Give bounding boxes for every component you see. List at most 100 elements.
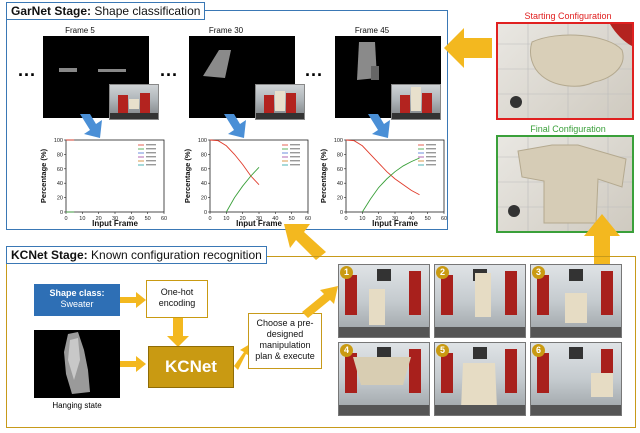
choose-line-4: plan & execute: [255, 351, 315, 361]
plot-area: [345, 139, 445, 213]
x-tick-label: 60: [161, 216, 167, 222]
arrow-onehot-to-kcnet: [167, 318, 189, 347]
arrow-garnet-to-kcnet: [284, 224, 326, 260]
garment-mask-shape: [59, 68, 126, 72]
robot-thumbnail-frame-5: [109, 84, 159, 120]
x-tick-label: 50: [145, 216, 151, 222]
ellipsis-2: ...: [160, 60, 179, 80]
legend-entry: [426, 156, 436, 158]
plot-area: [209, 139, 309, 213]
legend-entry: [426, 164, 436, 166]
x-tick-label: 20: [240, 216, 246, 222]
y-axis-label: Percentage (%): [39, 148, 48, 203]
y-tick-label: 80: [57, 152, 63, 158]
kcnet-title-rest: Known configuration recognition: [87, 248, 262, 262]
y-tick-label: 60: [57, 167, 63, 173]
legend-entry: [146, 148, 156, 150]
y-tick-label: 40: [201, 181, 207, 187]
garnet-title-rest: Shape classification: [91, 4, 201, 18]
x-tick-label: 40: [128, 216, 134, 222]
step-number-badge: 4: [340, 344, 353, 357]
legend: [282, 144, 300, 166]
series-line-1: [225, 167, 260, 213]
x-tick-label: 60: [441, 216, 447, 222]
y-tick-label: 20: [57, 196, 63, 202]
legend-entry: [426, 148, 436, 150]
arrow-mask-to-chart-2: [224, 114, 246, 138]
final-config-label: Final Configuration: [530, 124, 606, 134]
ellipsis-3: ...: [305, 60, 324, 80]
y-tick-label: 40: [337, 181, 343, 187]
manipulation-step-photo: [434, 342, 526, 416]
starting-config-photo: [496, 22, 634, 120]
legend-entry: [290, 144, 300, 146]
choose-line-2: designed: [266, 329, 304, 339]
choose-plan-box: Choose a pre- designed manipulation plan…: [248, 313, 322, 369]
x-tick-label: 20: [376, 216, 382, 222]
x-tick-label: 10: [223, 216, 229, 222]
manipulation-step-photo: [338, 264, 430, 338]
arrow-kcnet-to-final: [584, 214, 620, 264]
garment-mask-shape: [357, 42, 379, 80]
arrow-shape-to-onehot: [120, 292, 146, 308]
garnet-stage-title: GarNet Stage: Shape classification: [6, 2, 206, 20]
step-number-badge: 5: [436, 344, 449, 357]
ellipsis-1: ...: [18, 60, 37, 80]
arrow-choose-to-photos: [302, 286, 338, 318]
kcnet-panel: [6, 256, 636, 428]
legend-entry: [426, 160, 436, 162]
y-tick-label: 0: [204, 210, 207, 216]
kcnet-title-bold: KCNet Stage:: [11, 248, 88, 262]
legend-entry: [146, 164, 156, 166]
shape-class-box: Shape class: Sweater: [34, 284, 120, 316]
x-tick-label: 0: [208, 216, 211, 222]
step-number-badge: 2: [436, 266, 449, 279]
garnet-panel: [6, 10, 448, 230]
legend-entry: [146, 144, 156, 146]
frame-label-45: Frame 45: [354, 26, 390, 35]
arrow-kcnet-to-choose: [234, 344, 250, 370]
y-tick-label: 20: [337, 196, 343, 202]
y-tick-label: 60: [201, 167, 207, 173]
x-axis-label: Input Frame: [372, 219, 418, 228]
one-hot-line-2: encoding: [158, 298, 196, 308]
y-tick-label: 60: [337, 167, 343, 173]
starting-config-label: Starting Configuration: [524, 11, 612, 21]
x-tick-label: 10: [79, 216, 85, 222]
garment-mask-shape: [203, 50, 231, 78]
legend-entry: [146, 152, 156, 154]
final-config-photo: [496, 135, 634, 233]
one-hot-line-1: One-hot: [160, 287, 194, 297]
legend-entry: [146, 156, 156, 158]
x-tick-label: 0: [64, 216, 67, 222]
manipulation-step-photo: [434, 264, 526, 338]
x-tick-label: 40: [272, 216, 278, 222]
shape-class-value: Sweater: [60, 299, 94, 309]
robot-thumbnail-frame-45: [391, 84, 441, 120]
y-tick-label: 0: [60, 210, 63, 216]
shape-class-label: Shape class:: [49, 288, 105, 298]
x-tick-label: 10: [359, 216, 365, 222]
x-tick-label: 20: [96, 216, 102, 222]
legend-entry: [426, 144, 436, 146]
hanging-state-image: [34, 330, 120, 398]
y-axis-label: Percentage (%): [319, 148, 328, 203]
step-number-badge: 3: [532, 266, 545, 279]
y-tick-label: 100: [54, 138, 63, 144]
manipulation-step-photo: [530, 264, 622, 338]
legend: [418, 144, 436, 166]
plot-area: [65, 139, 165, 213]
y-tick-label: 40: [57, 181, 63, 187]
x-tick-label: 40: [408, 216, 414, 222]
legend-entry: [290, 148, 300, 150]
arrow-hanging-to-kcnet: [120, 356, 146, 372]
y-tick-label: 100: [198, 138, 207, 144]
x-tick-label: 50: [289, 216, 295, 222]
y-tick-label: 0: [340, 210, 343, 216]
garnet-title-bold: GarNet Stage:: [11, 4, 92, 18]
x-axis-label: Input Frame: [92, 219, 138, 228]
arrow-start-to-garnet: [444, 28, 492, 68]
